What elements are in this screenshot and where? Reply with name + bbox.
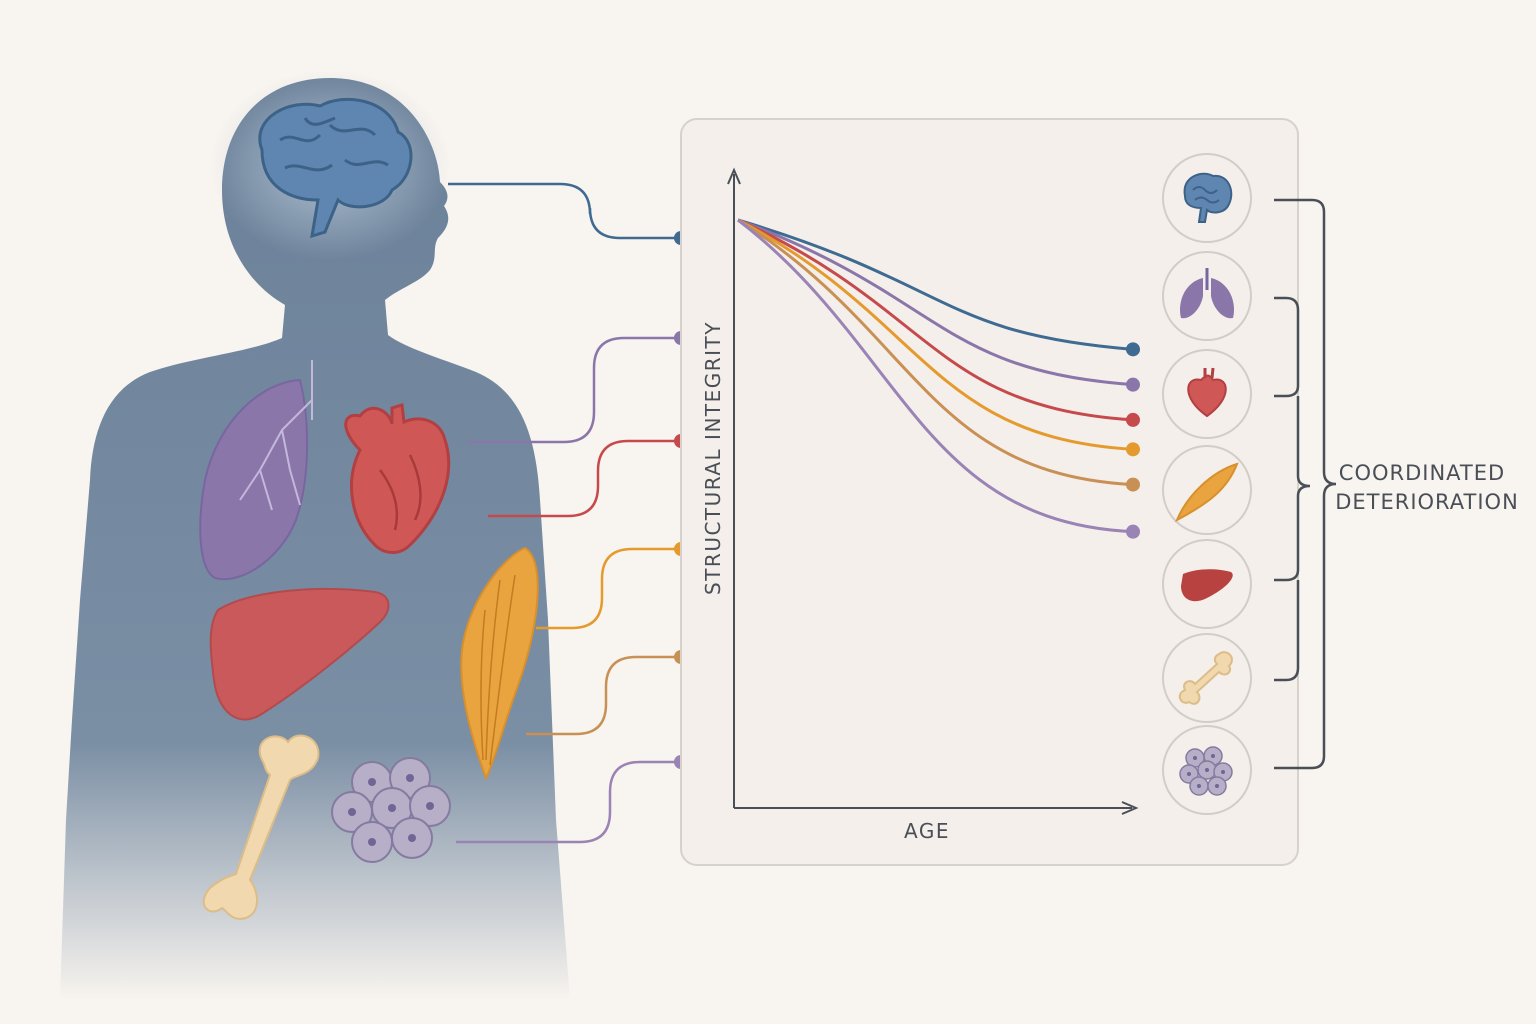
decline-curve-heart [737,218,1134,422]
chart-axes [727,167,1139,815]
connector-liver [526,655,681,736]
outer-bracket [1274,198,1337,770]
decline-curves [737,218,1140,539]
curve-endpoint-heart [1126,412,1140,427]
bone-organ [202,734,320,920]
group-label-line1: COORDINATED [1339,461,1505,485]
y-axis-arrow [727,167,741,185]
brain-icon [1162,153,1252,243]
liver-icon [1162,539,1252,629]
liver-organ [209,588,390,721]
curve-endpoint-muscle [1126,442,1140,457]
group-label-line2: DETERIORATION [1335,490,1519,514]
decline-curve-muscle [737,218,1134,451]
decline-curve-cells [737,218,1134,534]
cells-icon [1162,725,1252,815]
curve-endpoint-liver [1126,477,1140,492]
decline-curve-lungs [737,218,1134,387]
brain-organ [258,97,413,239]
decline-curve-liver [737,218,1134,487]
x-axis-arrow [1121,801,1139,815]
organ-icon-column [1162,153,1252,815]
inner-bracket [1274,296,1311,682]
y-axis-label: STRUCTURAL INTEGRITY [701,321,725,595]
connector-cells [456,760,681,844]
heart-icon [1162,349,1252,439]
lungs-icon [1162,251,1252,341]
lungs-organ [199,360,313,581]
connector-brain [448,182,681,240]
connector-lungs [468,336,681,444]
muscle-organ [460,546,539,781]
decline-curve-brain [737,218,1134,351]
body-silhouette [60,78,570,1000]
cells-organ [331,757,451,863]
x-axis-label: AGE [904,819,950,843]
curve-endpoint-lungs [1126,377,1140,392]
coordination-brackets [1274,198,1337,770]
heart-organ [344,403,451,554]
connector-heart [488,439,681,518]
curve-endpoint-brain [1126,342,1140,357]
organ-connectors [448,182,688,844]
curve-endpoint-cells [1126,524,1140,539]
connector-muscle [536,547,681,630]
muscle-icon [1162,445,1252,535]
bone-icon [1162,633,1252,723]
